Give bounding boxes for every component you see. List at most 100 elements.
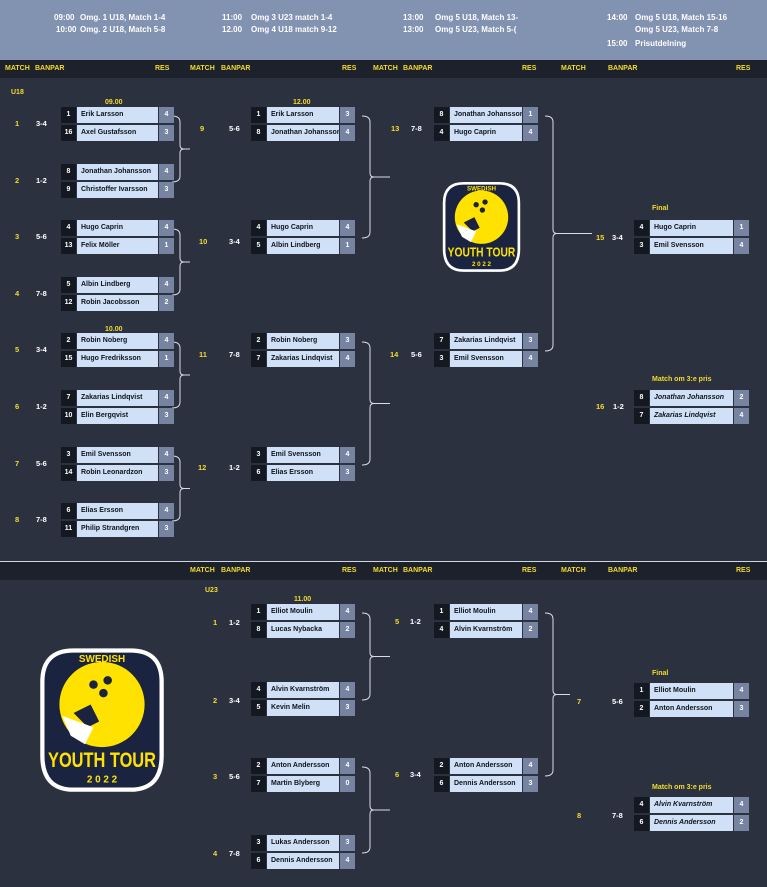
u18-third-player-name[interactable]: Zakarias Lindqvist	[650, 408, 733, 424]
u18-r2-player-name[interactable]: Jonathan Johansson	[267, 125, 339, 141]
u23-r1-player-name[interactable]: Elliot Moulin	[267, 604, 339, 620]
u18-r1-result: 4	[159, 333, 174, 349]
u18-r1-seed: 2	[61, 333, 76, 349]
u23-r2-player-name[interactable]: Elliot Moulin	[450, 604, 522, 620]
column-header-match: MATCH	[373, 567, 398, 574]
column-header-match: MATCH	[561, 65, 586, 72]
u18-third-result: 2	[734, 390, 749, 406]
u18-r1-player-name[interactable]: Philip Strandgren	[77, 521, 158, 537]
schedule-time: 13:00	[403, 25, 424, 34]
u23-r1-lanes: 7-8	[229, 849, 240, 858]
u23-r2-player-name[interactable]: Anton Andersson	[450, 758, 522, 774]
u18-r3-player-name[interactable]: Emil Svensson	[450, 351, 522, 367]
column-header-res: RES	[736, 567, 751, 574]
u23-r1-player-name[interactable]: Martin Blyberg	[267, 776, 339, 792]
u18-r1-player-name[interactable]: Elin Bergqvist	[77, 408, 158, 424]
u18-r2-result: 3	[340, 465, 355, 481]
u23-third-seed: 6	[634, 815, 649, 831]
u23-r1-lanes: 3-4	[229, 696, 240, 705]
u18-r2-player-name[interactable]: Emil Svensson	[267, 447, 339, 463]
u18-r3-seed: 7	[434, 333, 449, 349]
u23-r2-result: 4	[523, 604, 538, 620]
u23-r2-seed: 2	[434, 758, 449, 774]
schedule-time: 14:00	[607, 13, 628, 22]
u23-r1-seed: 7	[251, 776, 266, 792]
u23-r2-player-name[interactable]: Dennis Andersson	[450, 776, 522, 792]
u23-r1-result: 4	[340, 853, 355, 869]
u18-r3-result: 4	[523, 351, 538, 367]
u18-r1-player-name[interactable]: Erik Larsson	[77, 107, 158, 123]
u18-r3-match-number: 14	[390, 350, 399, 359]
u23-r2-result: 3	[523, 776, 538, 792]
u23-r2-match-number: 6	[395, 770, 400, 779]
u18-r1-player-name[interactable]: Christoffer Ivarsson	[77, 182, 158, 198]
u18-r1-player-name[interactable]: Axel Gustafsson	[77, 125, 158, 141]
u23-r1-player-name[interactable]: Alvin Kvarnström	[267, 682, 339, 698]
u18-r2-player-name[interactable]: Albin Lindberg	[267, 238, 339, 254]
column-header-match: MATCH	[190, 567, 215, 574]
u23-r1-player-name[interactable]: Kevin Melin	[267, 700, 339, 716]
schedule-entry: Omg. 2 U18, Match 5-8	[80, 25, 166, 34]
u18-r2-player-name[interactable]: Elias Ersson	[267, 465, 339, 481]
u18-r2-player-name[interactable]: Robin Noberg	[267, 333, 339, 349]
u23-r1-result: 4	[340, 758, 355, 774]
schedule-entry: Omg 5 U18, Match 15-16	[635, 13, 728, 22]
u18-r2-match-number: 12	[198, 463, 207, 472]
logo-main-text: YOUTH TOUR	[48, 748, 156, 772]
u23-r1-seed: 5	[251, 700, 266, 716]
u18-r1-player-name[interactable]: Hugo Fredriksson	[77, 351, 158, 367]
schedule-entry: Prisutdelning	[635, 39, 687, 48]
u18-third-lanes: 1-2	[613, 402, 624, 411]
u23-final-seed: 1	[634, 683, 649, 699]
u18-r3-player-name[interactable]: Zakarias Lindqvist	[450, 333, 522, 349]
third-title-u18: Match om 3:e pris	[652, 376, 712, 383]
u18-r1-seed: 14	[61, 465, 76, 481]
logo-year-text: 2 0 2 2	[472, 261, 492, 268]
u18-final-player-name[interactable]: Hugo Caprin	[650, 220, 733, 236]
u18-r1-player-name[interactable]: Emil Svensson	[77, 447, 158, 463]
schedule-entry: Omg 4 U18 match 9-12	[251, 25, 337, 34]
u18-r1-result: 4	[159, 447, 174, 463]
u18-r2-result: 3	[340, 107, 355, 123]
u18-r1-player-name[interactable]: Albin Lindberg	[77, 277, 158, 293]
u18-r2-seed: 8	[251, 125, 266, 141]
u18-r1-player-name[interactable]: Jonathan Johansson	[77, 164, 158, 180]
u23-final-player-name[interactable]: Anton Andersson	[650, 701, 733, 717]
u18-r1-player-name[interactable]: Robin Leonardzon	[77, 465, 158, 481]
round-time: 10.00	[105, 326, 123, 333]
column-header-res: RES	[155, 65, 170, 72]
u18-r2-player-name[interactable]: Zakarias Lindqvist	[267, 351, 339, 367]
u23-r1-player-name[interactable]: Anton Andersson	[267, 758, 339, 774]
u23-r2-player-name[interactable]: Alvin Kvarnström	[450, 622, 522, 638]
u23-final-result: 4	[734, 683, 749, 699]
schedule-time: 10:00	[56, 25, 77, 34]
u18-r3-player-name[interactable]: Hugo Caprin	[450, 125, 522, 141]
u18-r1-player-name[interactable]: Zakarias Lindqvist	[77, 390, 158, 406]
u23-r1-player-name[interactable]: Lukas Andersson	[267, 835, 339, 851]
u23-third-player-name[interactable]: Dennis Andersson	[650, 815, 733, 831]
u18-r2-seed: 5	[251, 238, 266, 254]
u18-r3-lanes: 7-8	[411, 124, 422, 133]
u18-r1-player-name[interactable]: Felix Möller	[77, 238, 158, 254]
u18-r1-player-name[interactable]: Robin Jacobsson	[77, 295, 158, 311]
u23-final-player-name[interactable]: Elliot Moulin	[650, 683, 733, 699]
u18-r2-player-name[interactable]: Hugo Caprin	[267, 220, 339, 236]
u18-r1-player-name[interactable]: Hugo Caprin	[77, 220, 158, 236]
u23-r2-seed: 1	[434, 604, 449, 620]
u18-r1-player-name[interactable]: Elias Ersson	[77, 503, 158, 519]
schedule-time: 09:00	[54, 13, 75, 22]
u18-r3-player-name[interactable]: Jonathan Johansson	[450, 107, 522, 123]
u18-third-player-name[interactable]: Jonathan Johansson	[650, 390, 733, 406]
column-header-res: RES	[342, 65, 357, 72]
u18-r3-result: 1	[523, 107, 538, 123]
u18-r1-player-name[interactable]: Robin Noberg	[77, 333, 158, 349]
u18-r1-lanes: 5-6	[36, 459, 47, 468]
u18-r1-lanes: 3-4	[36, 119, 47, 128]
u18-r2-player-name[interactable]: Erik Larsson	[267, 107, 339, 123]
u18-r2-result: 3	[340, 333, 355, 349]
u23-third-player-name[interactable]: Alvin Kvarnström	[650, 797, 733, 813]
u23-third-result: 4	[734, 797, 749, 813]
u23-r1-player-name[interactable]: Lucas Nybacka	[267, 622, 339, 638]
u18-final-player-name[interactable]: Emil Svensson	[650, 238, 733, 254]
u23-r1-player-name[interactable]: Dennis Andersson	[267, 853, 339, 869]
